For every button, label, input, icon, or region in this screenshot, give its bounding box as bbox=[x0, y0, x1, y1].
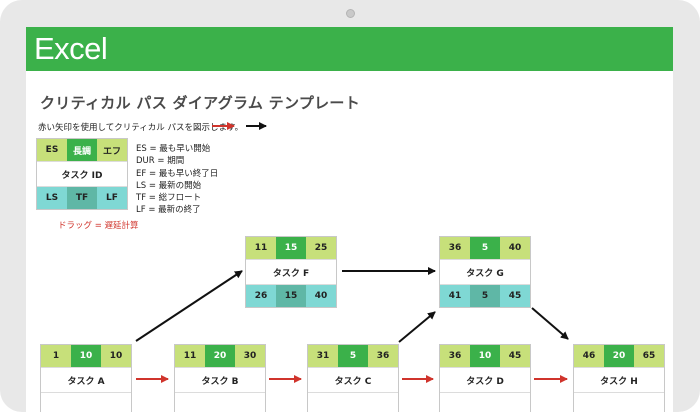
task-node-d[interactable]: 36 10 45 タスク D bbox=[439, 344, 531, 412]
task-node-h[interactable]: 46 20 65 タスク H bbox=[573, 344, 665, 412]
task-h-ef: 65 bbox=[634, 345, 664, 367]
legend-top-row: ES 長調 エフ bbox=[37, 139, 127, 161]
task-f-top-row: 11 15 25 bbox=[246, 237, 336, 259]
task-c-top-row: 31 5 36 bbox=[308, 345, 398, 367]
task-c-es: 31 bbox=[308, 345, 338, 367]
screen: Excel クリティカル パス ダイアグラム テンプレート 赤い矢印を使用してク… bbox=[26, 27, 673, 412]
legend-node: ES 長調 エフ タスク ID LS TF LF bbox=[36, 138, 128, 210]
legend-line-es: ES = 最も早い開始 bbox=[136, 144, 211, 154]
task-f-es: 11 bbox=[246, 237, 276, 259]
arrow-a-to-f bbox=[135, 270, 243, 342]
task-a-ef: 10 bbox=[101, 345, 131, 367]
task-g-es: 36 bbox=[440, 237, 470, 259]
task-h-dur: 20 bbox=[604, 345, 634, 367]
app-banner: Excel bbox=[26, 27, 673, 71]
task-f-lf: 40 bbox=[306, 285, 336, 307]
task-c-dur: 5 bbox=[338, 345, 368, 367]
task-a-top-row: 1 10 10 bbox=[41, 345, 131, 367]
task-g-dur: 5 bbox=[470, 237, 500, 259]
camera-dot bbox=[346, 9, 355, 18]
task-g-ls: 41 bbox=[440, 285, 470, 307]
task-a-name: タスク A bbox=[41, 367, 131, 393]
drag-note: ドラッグ = 遅延計算 bbox=[58, 221, 139, 231]
task-g-name: タスク G bbox=[440, 259, 530, 285]
task-node-b[interactable]: 11 20 30 タスク B bbox=[174, 344, 266, 412]
task-b-es: 11 bbox=[175, 345, 205, 367]
task-b-ef: 30 bbox=[235, 345, 265, 367]
task-c-ef: 36 bbox=[368, 345, 398, 367]
arrow-c-to-g bbox=[398, 311, 436, 343]
task-f-tf: 15 bbox=[276, 285, 306, 307]
task-b-top-row: 11 20 30 bbox=[175, 345, 265, 367]
task-f-bottom-row: 26 15 40 bbox=[246, 285, 336, 307]
legend-lf: LF bbox=[97, 187, 127, 209]
legend-line-ef: EF = 最も早い終了日 bbox=[136, 168, 219, 179]
task-d-dur: 10 bbox=[470, 345, 500, 367]
task-g-lf: 45 bbox=[500, 285, 530, 307]
legend-bottom-row: LS TF LF bbox=[37, 187, 127, 209]
page-title: クリティカル パス ダイアグラム テンプレート bbox=[40, 94, 361, 112]
task-g-ef: 40 bbox=[500, 237, 530, 259]
legend-line-lf: LF = 最新の終了 bbox=[136, 205, 201, 216]
task-g-top-row: 36 5 40 bbox=[440, 237, 530, 259]
legend-tf: TF bbox=[67, 187, 97, 209]
task-d-top-row: 36 10 45 bbox=[440, 345, 530, 367]
legend-es: ES bbox=[37, 139, 67, 161]
legend-ls: LS bbox=[37, 187, 67, 209]
task-f-ls: 26 bbox=[246, 285, 276, 307]
legend-line-tf: TF = 総フロート bbox=[136, 193, 202, 204]
legend-definitions: ES = 最も早い開始 DUR = 期間 EF = 最も早い終了日 LS = 最… bbox=[136, 143, 218, 217]
task-d-name: タスク D bbox=[440, 367, 530, 393]
task-h-top-row: 46 20 65 bbox=[574, 345, 664, 367]
task-f-ef: 25 bbox=[306, 237, 336, 259]
arrow-layer bbox=[135, 122, 569, 383]
task-f-name: タスク F bbox=[246, 259, 336, 285]
legend-line-dur: DUR = 期間 bbox=[136, 156, 185, 167]
task-a-dur: 10 bbox=[71, 345, 101, 367]
task-h-name: タスク H bbox=[574, 367, 664, 393]
task-node-c[interactable]: 31 5 36 タスク C bbox=[307, 344, 399, 412]
task-h-es: 46 bbox=[574, 345, 604, 367]
app-title: Excel bbox=[34, 31, 108, 66]
legend-task-id: タスク ID bbox=[37, 161, 127, 187]
legend-dur: 長調 bbox=[67, 139, 97, 161]
task-node-f[interactable]: 11 15 25 タスク F 26 15 40 bbox=[245, 236, 337, 308]
task-b-dur: 20 bbox=[205, 345, 235, 367]
task-node-g[interactable]: 36 5 40 タスク G 41 5 45 bbox=[439, 236, 531, 308]
task-f-dur: 15 bbox=[276, 237, 306, 259]
instruction-text: 赤い矢印を使用してクリティカル パスを図示します。 bbox=[38, 123, 244, 133]
legend-line-ls: LS = 最新の開始 bbox=[136, 180, 202, 191]
task-b-name: タスク B bbox=[175, 367, 265, 393]
task-d-es: 36 bbox=[440, 345, 470, 367]
task-node-a[interactable]: 1 10 10 タスク A bbox=[40, 344, 132, 412]
task-g-tf: 5 bbox=[470, 285, 500, 307]
arrow-g-to-h bbox=[531, 307, 569, 340]
legend-ef: エフ bbox=[97, 139, 127, 161]
task-c-name: タスク C bbox=[308, 367, 398, 393]
task-g-bottom-row: 41 5 45 bbox=[440, 285, 530, 307]
task-a-es: 1 bbox=[41, 345, 71, 367]
task-d-ef: 45 bbox=[500, 345, 530, 367]
